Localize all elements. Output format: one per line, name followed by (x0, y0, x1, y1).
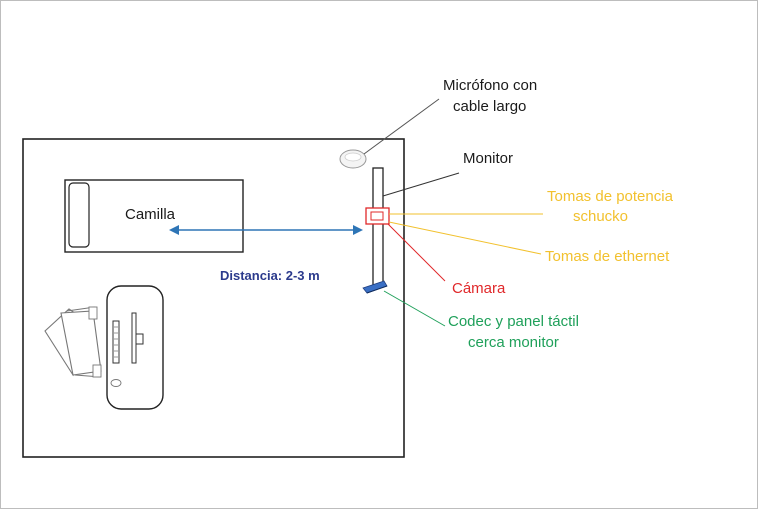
microphone-leader (363, 98, 440, 155)
codec-label-line2: cerca monitor (468, 334, 559, 351)
microphone-label-line2: cable largo (453, 98, 526, 115)
monitor-icon (372, 167, 384, 287)
monitor-label: Monitor (463, 150, 513, 167)
tomas-ethernet-leader (388, 221, 542, 255)
codec-leader (383, 290, 446, 327)
tomas-potencia-label-line2: schucko (573, 208, 628, 225)
distance-label: Distancia: 2-3 m (220, 268, 320, 283)
room-outline (22, 138, 405, 458)
microphone-icon (339, 149, 367, 169)
computer-icon (112, 312, 144, 364)
tomas-ethernet-label: Tomas de ethernet (545, 248, 670, 265)
camera-icon (365, 207, 390, 225)
codec-panel-icon (362, 280, 388, 294)
tomas-potencia-label-line1: Tomas de potencia (547, 188, 674, 205)
codec-label-line1: Codec y panel táctil (448, 313, 579, 330)
camara-leader (387, 223, 446, 282)
bed-camilla (64, 179, 244, 253)
desk (106, 285, 164, 410)
microphone-label-line1: Micrófono con (443, 77, 537, 94)
camara-label: Cámara (452, 280, 506, 297)
bed-pillow (68, 182, 90, 248)
mouse-icon (110, 379, 122, 387)
camilla-label: Camilla (125, 206, 176, 223)
chair-icon (44, 306, 102, 378)
monitor-leader (382, 172, 460, 197)
